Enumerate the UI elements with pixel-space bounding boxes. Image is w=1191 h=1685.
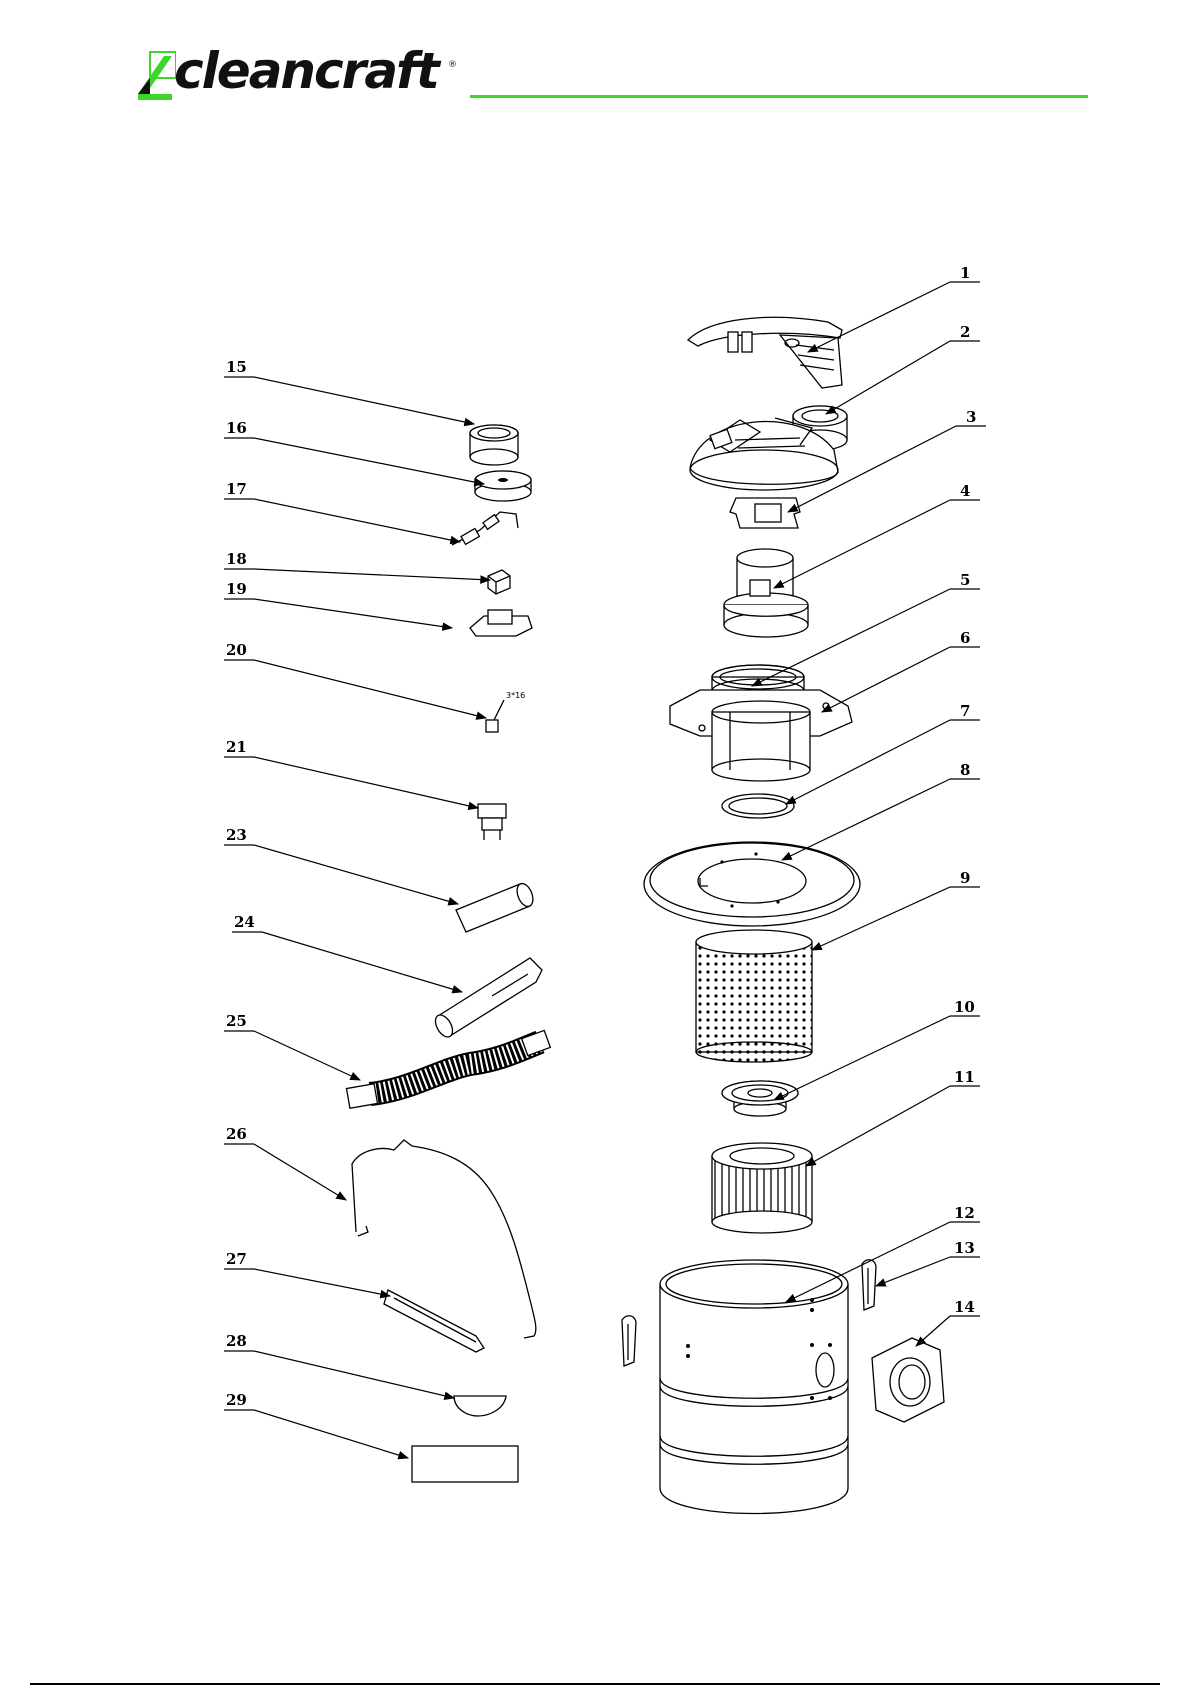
part-number-19: 19 — [226, 580, 247, 598]
part-number-9: 9 — [960, 869, 970, 887]
part-7-oring — [722, 794, 794, 818]
part-1-handle — [688, 317, 842, 388]
callout-19: 19 — [224, 580, 452, 628]
part-19-switch-plate — [470, 610, 532, 636]
callout-20: 20 — [224, 641, 486, 718]
part-12-drum — [660, 1260, 848, 1514]
part-number-7: 7 — [960, 702, 970, 720]
part-number-10: 10 — [954, 998, 975, 1016]
part-28-semicircle — [454, 1396, 506, 1416]
callout-26: 26 — [224, 1125, 346, 1200]
part-number-3: 3 — [966, 408, 976, 426]
part-number-1: 1 — [960, 264, 970, 282]
part-number-4: 4 — [960, 482, 970, 500]
part-number-8: 8 — [960, 761, 970, 779]
part-number-16: 16 — [226, 419, 247, 437]
part-24-crevice-nozzle — [432, 958, 542, 1040]
part-number-17: 17 — [226, 480, 247, 498]
part-number-27: 27 — [226, 1250, 247, 1268]
part-number-15: 15 — [226, 358, 247, 376]
callout-6: 6 — [822, 629, 980, 712]
part-number-25: 25 — [226, 1012, 247, 1030]
callout-23: 23 — [224, 826, 458, 904]
callout-17: 17 — [224, 480, 460, 542]
part-number-12: 12 — [954, 1204, 975, 1222]
part-number-6: 6 — [960, 629, 970, 647]
callout-12: 12 — [786, 1204, 980, 1302]
callout-24: 24 — [232, 913, 462, 992]
part-20-clip: 3*16 — [486, 691, 525, 732]
callout-27: 27 — [224, 1250, 390, 1296]
part-11-cartridge-filter — [712, 1143, 812, 1233]
callout-11: 11 — [806, 1068, 980, 1166]
part-6-housing — [670, 690, 852, 781]
part-29-rectangle — [412, 1446, 518, 1482]
part-10-valve — [722, 1081, 798, 1116]
part-number-14: 14 — [954, 1298, 975, 1316]
part-25-hose — [346, 1030, 550, 1108]
callout-29: 29 — [224, 1391, 408, 1458]
callout-13: 13 — [876, 1239, 980, 1286]
callout-16: 16 — [224, 419, 484, 484]
part-4-motor — [724, 549, 808, 637]
part-23-tube — [456, 881, 536, 932]
callout-1: 1 — [808, 264, 980, 352]
part-8-lid-plate — [644, 842, 860, 926]
part-26-wire-frame — [352, 1140, 536, 1338]
part-number-26: 26 — [226, 1125, 247, 1143]
part-number-23: 23 — [226, 826, 247, 844]
part-number-5: 5 — [960, 571, 970, 589]
part-number-20: 20 — [226, 641, 247, 659]
part-16-float — [475, 471, 531, 501]
part-number-21: 21 — [226, 738, 247, 756]
part-number-29: 29 — [226, 1391, 247, 1409]
callout-14: 14 — [916, 1298, 980, 1346]
part-15-cuff — [470, 425, 518, 465]
callout-18: 18 — [224, 550, 490, 580]
part-number-11: 11 — [954, 1068, 975, 1086]
part-14-inlet — [872, 1338, 944, 1422]
part-number-28: 28 — [226, 1332, 247, 1350]
part-27-brush — [384, 1290, 484, 1352]
callout-8: 8 — [782, 761, 980, 860]
callout-25: 25 — [224, 1012, 360, 1080]
part-number-13: 13 — [954, 1239, 975, 1257]
part-18-button — [488, 570, 510, 594]
callout-4: 4 — [774, 482, 980, 588]
callout-28: 28 — [224, 1332, 454, 1398]
part-21-clip — [478, 804, 506, 840]
part-number-18: 18 — [226, 550, 247, 568]
part-3-gasket — [730, 498, 800, 528]
part-9-filter-cage — [696, 930, 812, 1062]
part-number-24: 24 — [234, 913, 255, 931]
part-number-2: 2 — [960, 323, 970, 341]
callout-21: 21 — [224, 738, 478, 808]
callout-2: 2 — [826, 323, 980, 414]
callout-15: 15 — [224, 358, 474, 424]
screw-size-label: 3*16 — [506, 691, 525, 700]
part-17-cable — [452, 512, 518, 545]
